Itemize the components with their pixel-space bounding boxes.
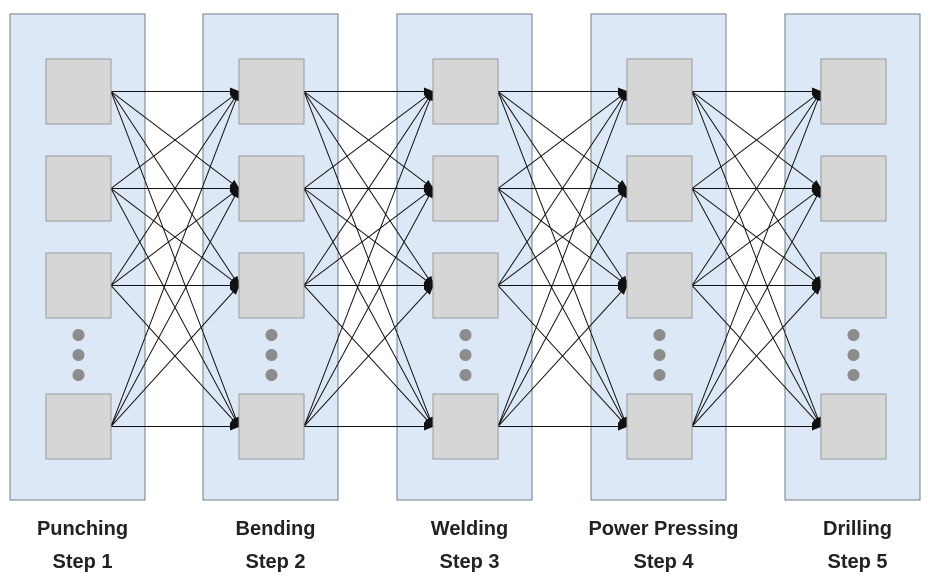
flow-arrow (497, 90, 628, 427)
machine-box (45, 252, 112, 319)
stage-step: Step 1 (52, 551, 113, 573)
flow-arrow (691, 187, 822, 427)
flow-arrow (110, 90, 240, 286)
machine-box (432, 252, 499, 319)
flow-arrow (303, 187, 434, 427)
machine-box (45, 58, 112, 125)
ellipsis-dot (72, 369, 85, 381)
ellipsis-dot (653, 349, 666, 361)
flow-arrow (691, 284, 822, 427)
stage-step: Step 5 (827, 551, 888, 573)
ellipsis-dot (653, 329, 666, 341)
machine-box (432, 155, 499, 222)
flow-arrow (110, 90, 240, 427)
machine-box (626, 252, 693, 319)
machine-box (238, 155, 305, 222)
ellipsis-dot (459, 369, 472, 381)
ellipsis-dot (265, 349, 278, 361)
machine-box (626, 58, 693, 125)
flow-arrow (303, 284, 434, 427)
machine-box (45, 393, 112, 460)
stage-step: Step 4 (633, 551, 694, 573)
flow-arrow (497, 187, 628, 427)
machine-box (820, 252, 887, 319)
stage-name: Power Pressing (588, 518, 739, 540)
flow-arrow (303, 90, 434, 286)
ellipsis-dot (459, 349, 472, 361)
machine-box (820, 58, 887, 125)
machine-box (626, 155, 693, 222)
flow-arrow (691, 90, 822, 286)
machine-box (626, 393, 693, 460)
flow-arrow (110, 90, 240, 189)
stage-name: Welding (430, 518, 509, 540)
arrow-layer (110, 87, 822, 431)
machine-box (238, 393, 305, 460)
flow-arrow (497, 284, 628, 427)
stage-label-power-pressing: Power Pressing Step 4 (564, 513, 764, 579)
stage-name: Punching (36, 518, 129, 540)
ellipsis-dot (265, 369, 278, 381)
stage-step: Step 3 (439, 551, 500, 573)
flow-arrow (303, 187, 434, 286)
flow-arrow (497, 90, 628, 189)
flow-arrow (110, 187, 240, 427)
stage-name: Drilling (823, 518, 892, 540)
machine-box (238, 252, 305, 319)
machine-box (820, 393, 887, 460)
stage-label-welding: Welding Step 3 (370, 513, 570, 579)
ellipsis-dot (72, 329, 85, 341)
machine-box (820, 155, 887, 222)
stage-label-punching: Punching Step 1 (0, 513, 183, 579)
flow-arrow (691, 90, 822, 427)
machine-box (45, 155, 112, 222)
stage-label-drilling: Drilling Step 5 (758, 513, 935, 579)
ellipsis-dot (265, 329, 278, 341)
machine-layer (45, 58, 887, 460)
stage-name: Bending (235, 518, 316, 540)
flow-arrow (303, 90, 434, 189)
flow-arrow (497, 90, 628, 286)
flow-arrow (691, 90, 822, 189)
flow-arrow (497, 187, 628, 286)
ellipsis-dot (847, 349, 860, 361)
ellipsis-dot (847, 329, 860, 341)
flow-arrow (110, 284, 240, 427)
ellipsis-dot (847, 369, 860, 381)
ellipsis-dot (72, 349, 85, 361)
machine-box (238, 58, 305, 125)
stage-step: Step 2 (245, 551, 306, 573)
machine-box (432, 393, 499, 460)
stage-label-bending: Bending Step 2 (176, 513, 376, 579)
ellipsis-dot (459, 329, 472, 341)
ellipsis-dot (653, 369, 666, 381)
flow-arrow (303, 90, 434, 427)
flow-arrow (691, 187, 822, 286)
flow-arrow (110, 187, 240, 286)
machine-box (432, 58, 499, 125)
